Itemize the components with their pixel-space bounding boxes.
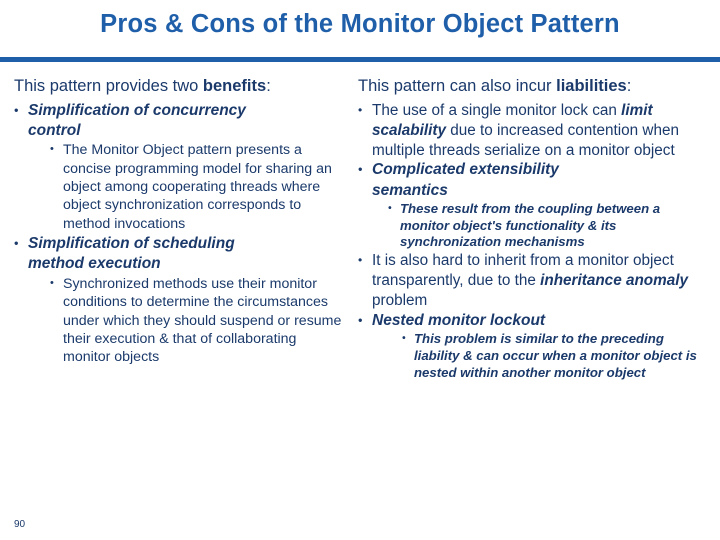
benefit-2-sublist: • Synchronized methods use their monitor… bbox=[50, 275, 344, 367]
bullet-icon: • bbox=[388, 202, 392, 214]
list-item: • Nested monitor lockout • This problem … bbox=[358, 311, 710, 382]
liability-2-detail: These result from the coupling between a… bbox=[400, 200, 661, 250]
benefits-lead: This pattern provides two benefits: bbox=[14, 76, 344, 98]
liability-3-part-1: It is also hard to inherit from a monito… bbox=[372, 252, 674, 290]
bullet-icon: • bbox=[50, 276, 54, 289]
liability-3-emphasis: inheritance anomaly bbox=[540, 272, 689, 290]
liability-2-line-2: semantics bbox=[372, 181, 448, 199]
benefits-column: This pattern provides two benefits: • Si… bbox=[0, 76, 344, 382]
liabilities-list: • The use of a single monitor lock can l… bbox=[358, 101, 710, 382]
liabilities-lead-bold: liabilities bbox=[556, 77, 627, 95]
bullet-icon: • bbox=[358, 162, 363, 177]
benefit-1-line-2: control bbox=[28, 121, 81, 139]
list-item: • These result from the coupling between… bbox=[388, 201, 710, 252]
bullet-icon: • bbox=[402, 333, 406, 345]
benefit-2-detail: Synchronized methods use their monitor c… bbox=[63, 275, 342, 366]
benefit-1-line-1: Simplification of concurrency bbox=[28, 101, 246, 119]
list-item: • Synchronized methods use their monitor… bbox=[50, 275, 344, 367]
liabilities-column: This pattern can also incur liabilities:… bbox=[344, 76, 720, 382]
list-item: • Simplification of scheduling method ex… bbox=[14, 234, 344, 367]
liability-3-part-3: problem bbox=[372, 292, 428, 310]
liability-4-sublist: • This problem is similar to the precedi… bbox=[402, 331, 710, 382]
liability-4-detail: This problem is similar to the preceding… bbox=[414, 331, 697, 380]
liabilities-lead-post: : bbox=[626, 77, 632, 95]
bullet-icon: • bbox=[358, 253, 363, 268]
benefit-2-line-2: method execution bbox=[28, 255, 161, 273]
list-item: • The use of a single monitor lock can l… bbox=[358, 101, 710, 161]
benefits-lead-bold: benefits bbox=[202, 77, 267, 95]
benefit-2-line-1: Simplification of scheduling bbox=[28, 235, 235, 253]
liability-1-part-1: The use of a single monitor lock can bbox=[372, 101, 622, 119]
list-item: • Simplification of concurrency control … bbox=[14, 101, 344, 234]
list-item: • The Monitor Object pattern presents a … bbox=[50, 141, 344, 233]
bullet-icon: • bbox=[14, 236, 19, 251]
benefits-list: • Simplification of concurrency control … bbox=[14, 101, 344, 367]
liabilities-lead-pre: This pattern can also incur bbox=[358, 77, 557, 95]
bullet-icon: • bbox=[14, 102, 19, 117]
benefit-1-sublist: • The Monitor Object pattern presents a … bbox=[50, 141, 344, 233]
liability-1-part-3: due to increased contention when multipl… bbox=[372, 121, 680, 159]
liabilities-lead: This pattern can also incur liabilities: bbox=[358, 76, 710, 98]
liability-2-line-1: Complicated extensibility bbox=[372, 161, 559, 179]
title-divider bbox=[0, 57, 720, 62]
page-number: 90 bbox=[14, 519, 26, 530]
liability-1-emphasis: limit scalability bbox=[372, 101, 653, 139]
liability-4-title: Nested monitor lockout bbox=[372, 311, 546, 329]
benefit-1-detail: The Monitor Object pattern presents a co… bbox=[63, 142, 332, 232]
content-columns: This pattern provides two benefits: • Si… bbox=[0, 76, 720, 382]
bullet-icon: • bbox=[50, 143, 54, 156]
benefits-lead-pre: This pattern provides two bbox=[14, 77, 203, 95]
page-title: Pros & Cons of the Monitor Object Patter… bbox=[100, 10, 620, 38]
bullet-icon: • bbox=[358, 312, 363, 327]
list-item: • It is also hard to inherit from a moni… bbox=[358, 251, 710, 311]
liability-2-sublist: • These result from the coupling between… bbox=[388, 201, 710, 252]
list-item: • This problem is similar to the precedi… bbox=[402, 331, 710, 382]
list-item: • Complicated extensibility semantics • … bbox=[358, 160, 710, 251]
bullet-icon: • bbox=[358, 102, 363, 117]
benefits-lead-post: : bbox=[266, 77, 271, 95]
